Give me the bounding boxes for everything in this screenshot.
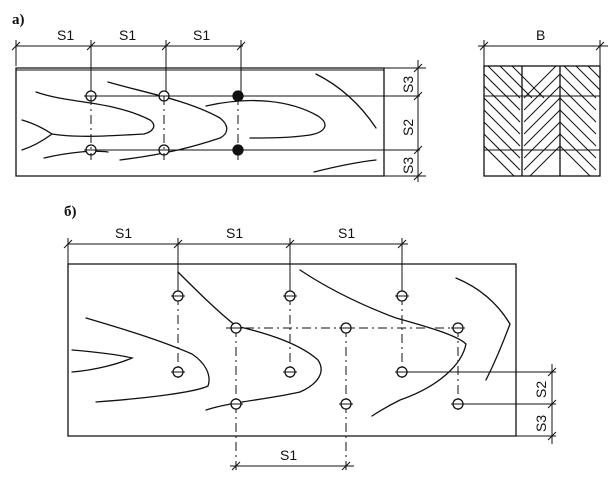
panel-b-bottom-dimension: S1: [230, 447, 354, 471]
nail: [451, 322, 465, 334]
nail: [339, 398, 353, 410]
cross-section-width-dimension: B: [478, 27, 608, 66]
panel-b-spacing-label-1: S1: [115, 225, 132, 241]
nail: [395, 290, 409, 302]
panel-a: а) S1 S1 S1: [11, 12, 426, 182]
panel-a-right-dimension: S3 S2 S3: [384, 60, 426, 182]
panel-a-nail-rows: [86, 95, 420, 151]
panel-b-nails: [171, 290, 465, 410]
panel-b-label: б): [64, 204, 77, 220]
panel-a-board-outline: [15, 67, 385, 177]
nail: [171, 290, 185, 302]
panel-a-nail-columns: [90, 96, 239, 160]
nail: [171, 366, 185, 378]
panel-a-top-dimension: S1 S1 S1: [11, 27, 246, 95]
nail: [395, 366, 409, 378]
panel-b-edge-label: S3: [533, 415, 549, 432]
panel-b-spacing-label-2: S1: [226, 225, 243, 241]
panel-a-spacing-label-3: S1: [193, 27, 210, 43]
nail: [84, 144, 98, 156]
panel-b-nail-columns: [177, 296, 459, 470]
panel-a-spacing-label-1: S1: [57, 27, 74, 43]
nail: [339, 322, 353, 334]
nail: [229, 398, 243, 410]
panel-a-label: а): [12, 12, 25, 28]
panel-b-top-dimension: S1 S1 S1: [63, 225, 408, 300]
panel-a-wood-grain: [21, 73, 377, 173]
cross-section-hatching: [484, 66, 600, 176]
panel-b-offset-label: S1: [280, 447, 297, 463]
cross-section-outline: [483, 65, 601, 177]
panel-a-edge-label-bottom: S3: [400, 157, 416, 174]
nail: [157, 144, 171, 156]
cross-section: B: [478, 27, 608, 177]
panel-b-row-label: S2: [533, 381, 549, 398]
panel-b-board-outline: [67, 263, 517, 437]
nail: [229, 322, 243, 334]
panel-a-row-label: S2: [400, 119, 416, 136]
panel-a-spacing-label-2: S1: [119, 27, 136, 43]
nail: [451, 398, 465, 410]
panel-b-right-dimension: S2 S3: [533, 364, 557, 444]
panel-a-edge-label-top: S3: [400, 76, 416, 93]
panel-b-nail-rows: [226, 327, 556, 437]
nail: [283, 366, 297, 378]
nail: [283, 290, 297, 302]
cross-section-width-label: B: [536, 27, 545, 43]
panel-b-spacing-label-3: S1: [338, 225, 355, 241]
panel-b-wood-grain: [71, 269, 511, 417]
panel-b: б) S1 S1 S1: [63, 204, 557, 471]
